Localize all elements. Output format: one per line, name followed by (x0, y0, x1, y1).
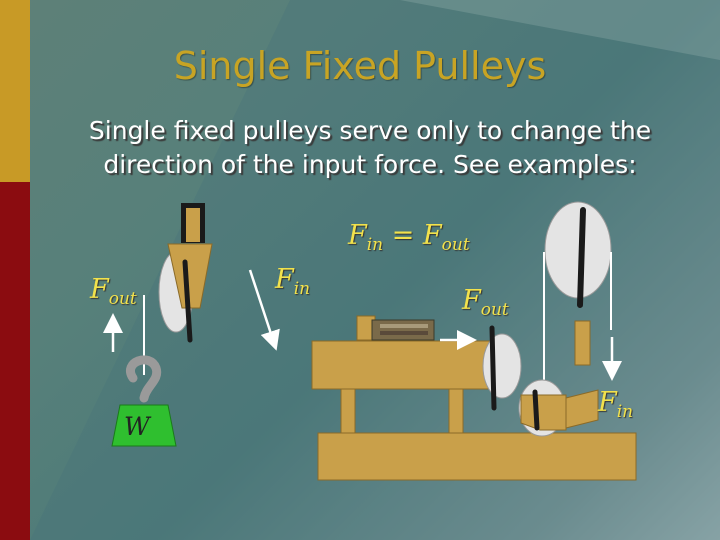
body-line-2: direction of the input force. See exampl… (103, 150, 637, 179)
side-bar-red (0, 182, 30, 540)
top-pulley-rope (577, 207, 586, 308)
table-top (311, 340, 509, 390)
left-pulley-group (103, 203, 280, 447)
weight-label: W (124, 412, 150, 441)
mount-plate (565, 389, 599, 429)
cart-box (371, 319, 435, 341)
hanging-block (574, 320, 591, 366)
page-title: Single Fixed Pulleys (173, 44, 547, 88)
lower-pulley-bracket (520, 394, 567, 431)
left-rope (182, 259, 193, 343)
left-fout-label: Fout (90, 274, 137, 309)
side-bar-gold (0, 0, 30, 182)
equation-label: Fin = Fout (348, 220, 470, 255)
left-fin-label: Fin (275, 264, 311, 299)
hook-icon (126, 355, 162, 403)
base-platform (317, 432, 637, 481)
body-line-1: Single fixed pulleys serve only to chang… (88, 116, 652, 145)
side-pulley-wheel (482, 333, 522, 399)
right-fout-label: Fout (462, 285, 509, 320)
right-pulley-group (311, 201, 637, 481)
left-fin-arrow-icon (248, 269, 280, 351)
weight-block (111, 404, 177, 447)
right-fin-label: Fin (598, 387, 634, 422)
bg-highlight (400, 0, 720, 60)
left-pulley-bracket (167, 243, 213, 309)
